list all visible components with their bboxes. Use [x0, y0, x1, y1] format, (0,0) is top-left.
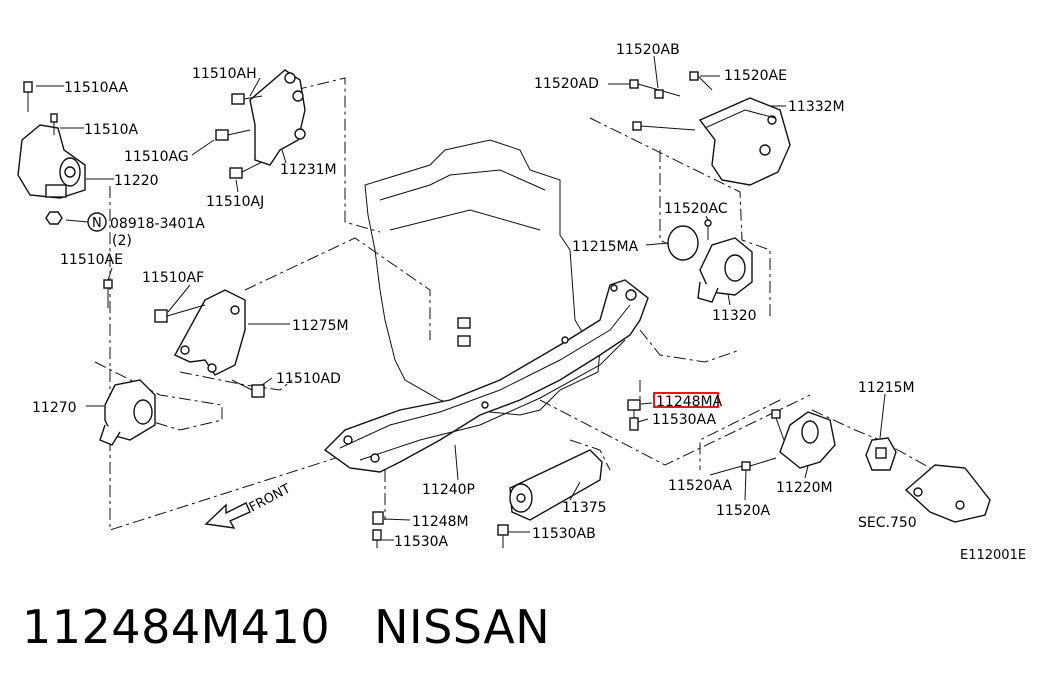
leader-lines	[36, 55, 886, 541]
front-direction-arrow: FRONT	[204, 481, 293, 529]
label-11510AE: 11510AE	[60, 252, 123, 268]
engine-mount-11270	[99, 379, 156, 446]
label-11248MA: 11248MA	[656, 394, 723, 410]
crossmember-11240P	[323, 279, 649, 473]
bracket-11332M	[629, 71, 791, 186]
label-11270: 11270	[32, 400, 77, 416]
stopper-11248MA	[627, 399, 641, 431]
front-label: FRONT	[247, 481, 293, 515]
label-11275M: 11275M	[292, 318, 349, 334]
label-11215MA: 11215MA	[572, 239, 639, 255]
label-11248M: 11248M	[412, 514, 469, 530]
engine-mount-11320	[667, 219, 753, 303]
engine-mount-11220	[17, 81, 86, 225]
label-11375: 11375	[562, 500, 607, 516]
damper-11375	[372, 449, 603, 548]
bracket-sec750	[904, 464, 991, 523]
engine-mount-11220M	[741, 409, 836, 471]
label-11332M: 11332M	[788, 99, 845, 115]
label-11520AC: 11520AC	[664, 201, 728, 217]
label-11220: 11220	[114, 173, 159, 189]
highlighted-part-box	[653, 392, 719, 408]
label-11220M: 11220M	[776, 480, 833, 496]
label-11530A: 11530A	[394, 534, 449, 550]
label-11530AB: 11530AB	[532, 526, 596, 542]
part-number: 112484M410	[22, 600, 331, 654]
label-11520AD: 11520AD	[534, 76, 599, 92]
bracket-11275M	[103, 279, 265, 398]
label-11520A: 11520A	[716, 503, 771, 519]
part-caption: 112484M410 NISSAN	[22, 596, 1022, 666]
brand-name: NISSAN	[374, 600, 551, 654]
part-labels: 11510AA 11510A 11220 08918-3401A (2) 115…	[32, 42, 1026, 563]
parts-diagram: FRONT N	[17, 42, 1026, 563]
engine-outline	[364, 139, 601, 416]
label-11520AE: 11520AE	[724, 68, 787, 84]
label-11240P: 11240P	[422, 482, 475, 498]
nut-marker: N	[87, 212, 107, 232]
label-11520AA: 11520AA	[668, 478, 733, 494]
label-11510AD: 11510AD	[276, 371, 341, 387]
insulator-11215M	[865, 437, 897, 471]
diagram-code: E112001E	[960, 548, 1026, 563]
label-11215M: 11215M	[858, 380, 915, 396]
label-08918-3401A: 08918-3401A	[110, 216, 205, 232]
label-11231M: 11231M	[280, 162, 337, 178]
label-sec750: SEC.750	[858, 515, 917, 531]
label-11510AF: 11510AF	[142, 270, 204, 286]
label-11530AA: 11530AA	[652, 412, 717, 428]
label-11510AJ: 11510AJ	[206, 194, 264, 210]
nut-marker-letter: N	[92, 216, 102, 231]
label-11510AH: 11510AH	[192, 66, 257, 82]
bracket-11231M	[215, 69, 306, 179]
label-11510AG: 11510AG	[124, 149, 189, 165]
label-08918-qty: (2)	[112, 233, 132, 249]
label-11520AB: 11520AB	[616, 42, 680, 58]
label-11320: 11320	[712, 308, 757, 324]
label-11510AA: 11510AA	[64, 80, 129, 96]
label-11510A: 11510A	[84, 122, 139, 138]
